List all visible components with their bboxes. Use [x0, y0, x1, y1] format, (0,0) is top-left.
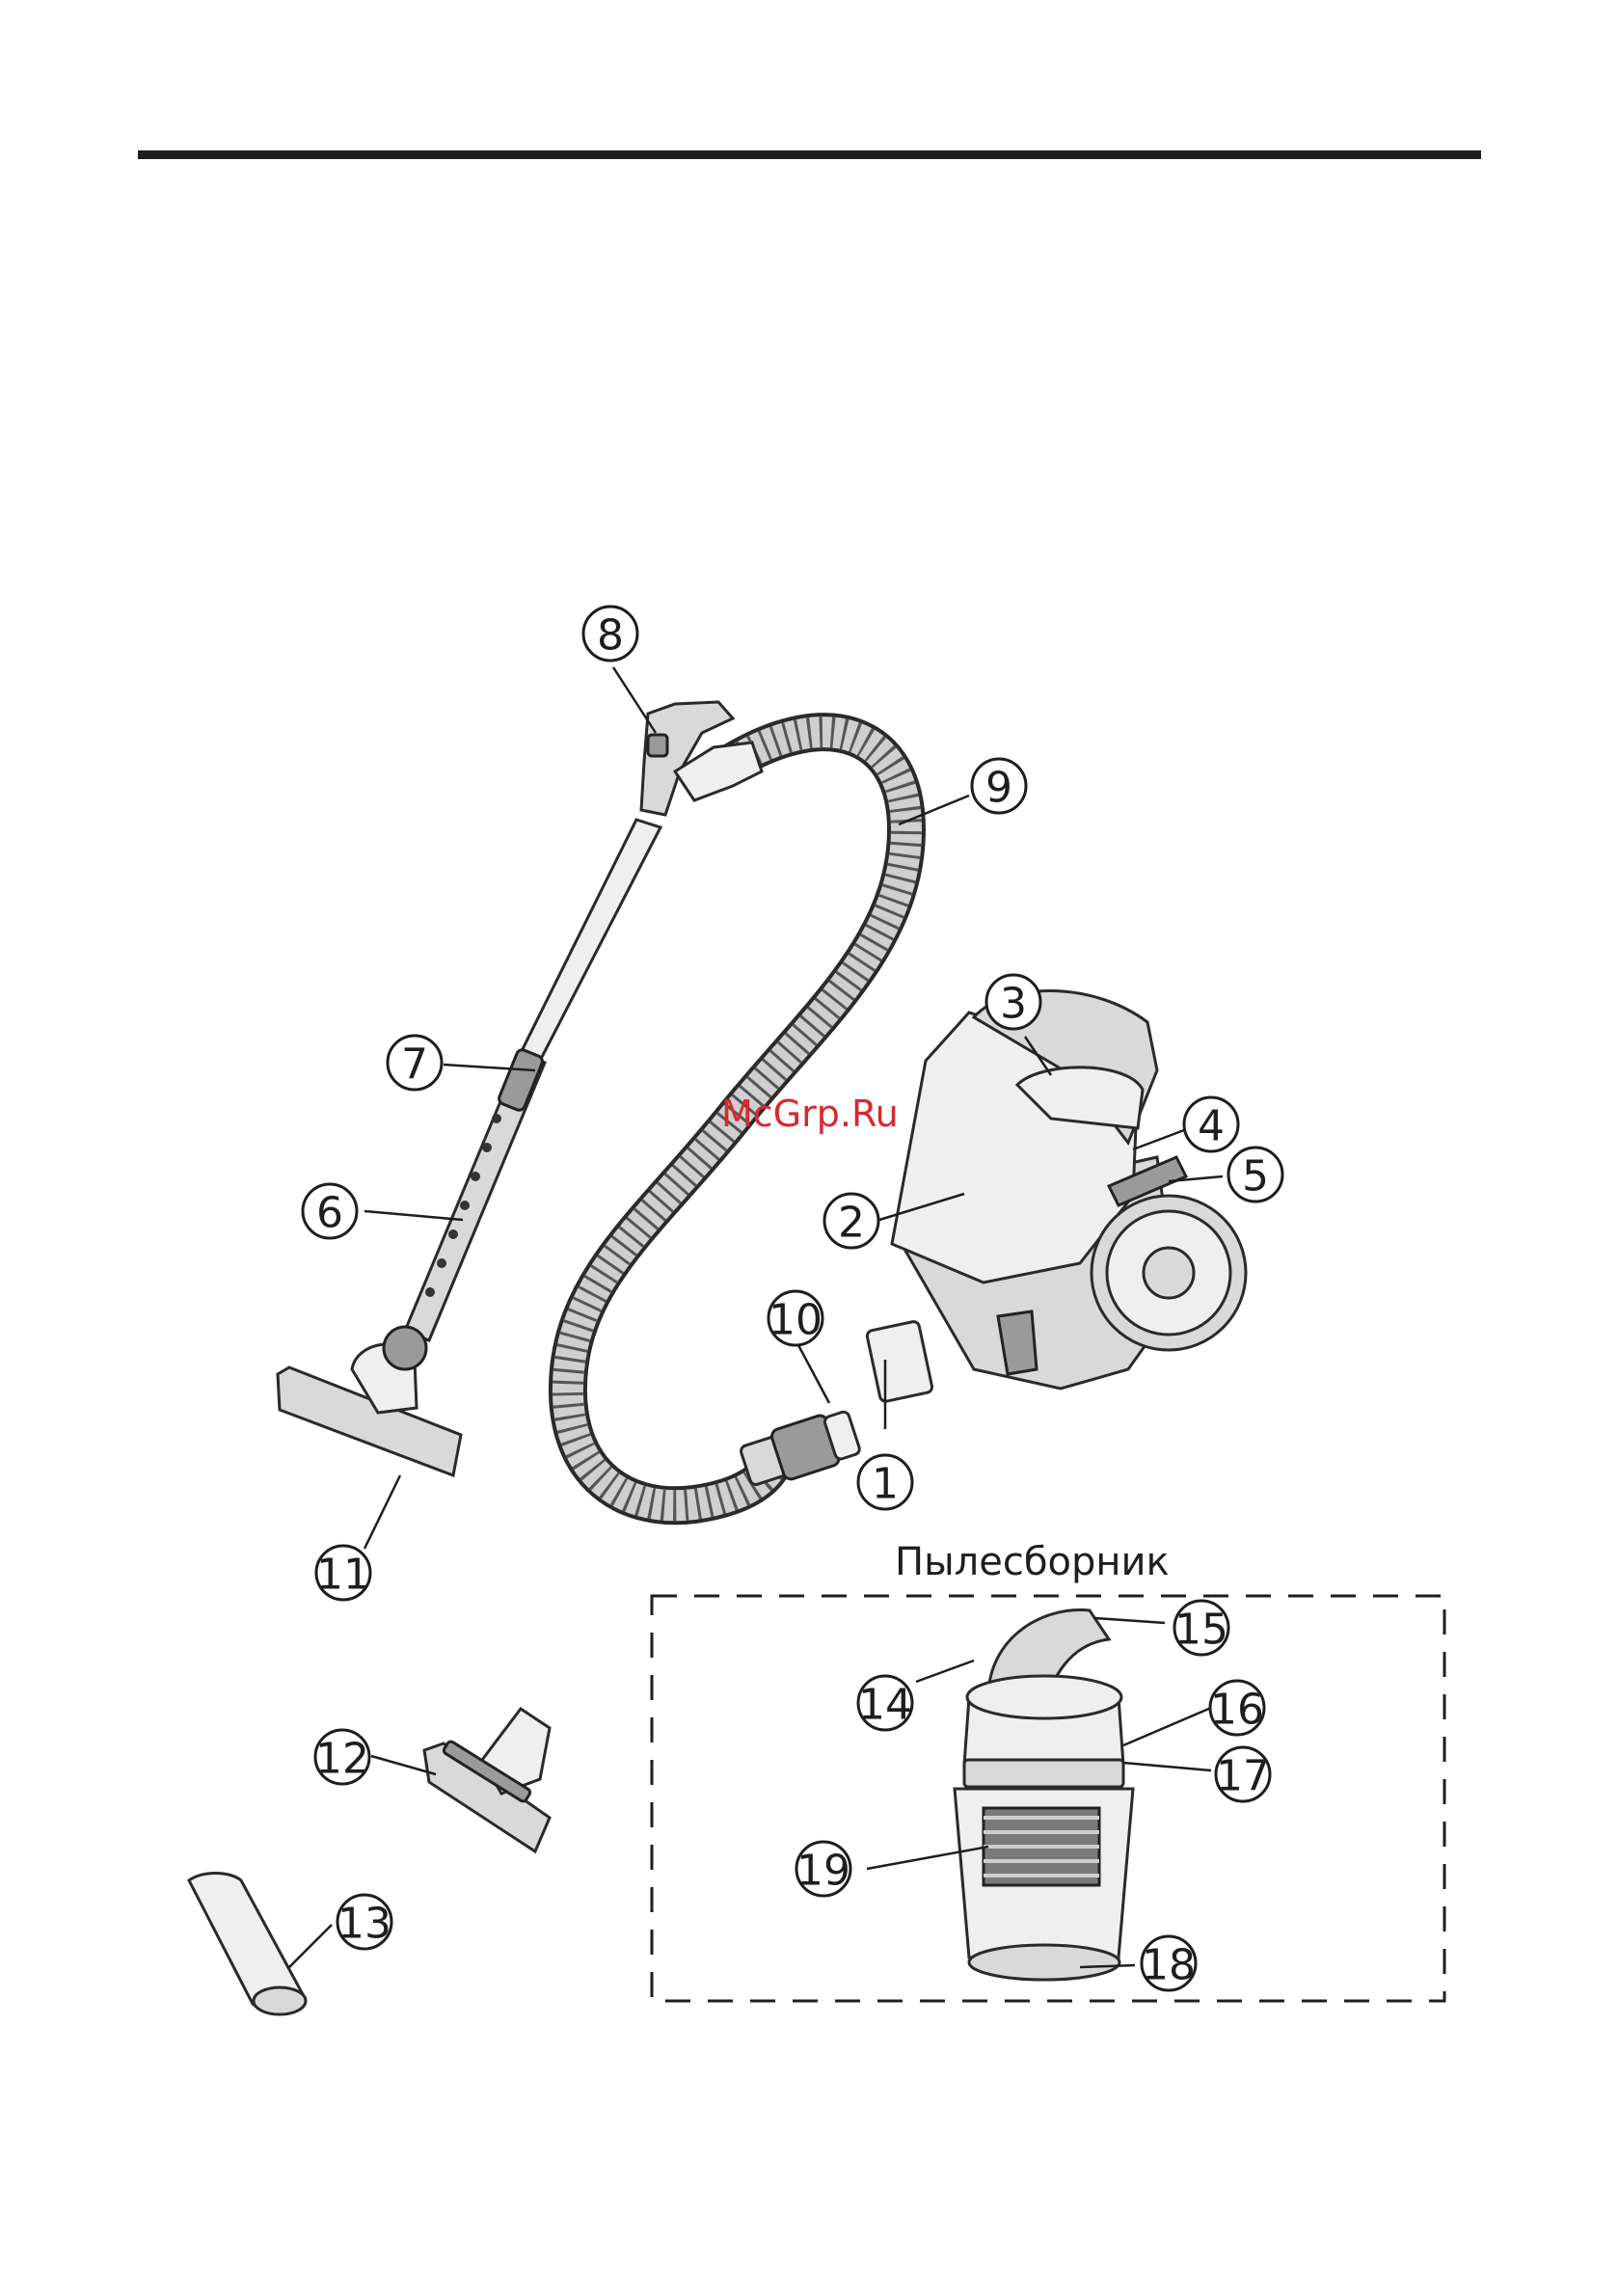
header-rule — [138, 150, 1481, 159]
svg-text:7: 7 — [401, 1040, 428, 1090]
svg-text:8: 8 — [597, 611, 624, 661]
callout-10: 10 — [769, 1291, 822, 1345]
svg-text:16: 16 — [1210, 1686, 1264, 1735]
callout-3: 3 — [986, 975, 1040, 1029]
svg-text:5: 5 — [1242, 1152, 1269, 1202]
callout-1: 1 — [858, 1455, 912, 1509]
svg-text:17: 17 — [1216, 1752, 1270, 1801]
svg-text:14: 14 — [858, 1681, 912, 1730]
callout-8: 8 — [583, 607, 637, 661]
svg-text:6: 6 — [316, 1189, 343, 1238]
callout-2: 2 — [824, 1194, 878, 1248]
callout-13: 13 — [337, 1895, 391, 1949]
callout-12: 12 — [315, 1730, 369, 1784]
svg-text:11: 11 — [316, 1551, 370, 1600]
svg-text:18: 18 — [1142, 1941, 1196, 1990]
svg-text:19: 19 — [796, 1847, 850, 1896]
callout-14: 14 — [858, 1676, 912, 1730]
svg-text:2: 2 — [838, 1199, 865, 1248]
svg-text:9: 9 — [985, 764, 1012, 813]
callout-9: 9 — [972, 759, 1026, 813]
watermark: McGrp.Ru — [721, 1093, 899, 1135]
hose-connector-illustration — [738, 1407, 862, 1492]
handle-illustration — [641, 702, 762, 815]
svg-text:4: 4 — [1198, 1102, 1225, 1151]
svg-text:13: 13 — [337, 1900, 391, 1949]
dustbin-title: Пылесборник — [895, 1540, 1170, 1584]
turbo-brush-illustration — [424, 1709, 550, 1851]
callout-5: 5 — [1228, 1148, 1282, 1202]
svg-text:12: 12 — [315, 1735, 369, 1784]
svg-text:10: 10 — [769, 1296, 822, 1345]
svg-text:15: 15 — [1174, 1606, 1228, 1655]
callout-11: 11 — [316, 1546, 370, 1600]
callout-7: 7 — [388, 1036, 442, 1090]
vacuum-body-illustration — [866, 991, 1246, 1403]
crevice-tool-illustration — [189, 1874, 306, 2015]
callout-16: 16 — [1210, 1681, 1264, 1735]
callout-19: 19 — [796, 1842, 850, 1896]
floor-nozzle-illustration — [278, 1327, 461, 1475]
dustbin-illustration — [955, 1610, 1133, 1980]
callout-15: 15 — [1174, 1601, 1228, 1655]
svg-text:1: 1 — [872, 1460, 899, 1509]
svg-text:3: 3 — [1000, 980, 1027, 1029]
callout-4: 4 — [1184, 1097, 1238, 1151]
callout-18: 18 — [1142, 1936, 1196, 1990]
callout-17: 17 — [1216, 1747, 1270, 1801]
callout-6: 6 — [303, 1184, 357, 1238]
